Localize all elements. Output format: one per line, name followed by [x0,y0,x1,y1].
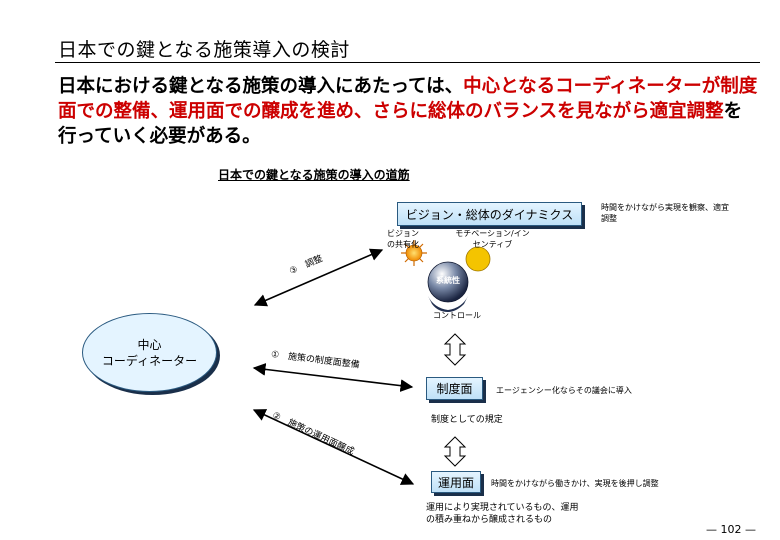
motivation-ball-icon [465,246,491,272]
double-arrow-lower [443,436,467,467]
system-sphere-label: 系統性 [436,276,460,285]
ops-sub: 運用により実現されているもの、運用 の積み重ねから醸成されるもの [426,502,579,526]
coordinator-line1: 中心 [137,337,162,352]
double-arrow-upper [443,333,467,366]
page-title: 日本での鍵となる施策導入の検討 [58,39,350,61]
headline-text-2: を行っていく必要がある。 [58,101,743,147]
arrow-ops [252,409,415,485]
control-hand-icon [428,296,468,312]
arrow-adjust [253,248,384,307]
page-number: — 102 — [706,523,756,536]
coordinator-ellipse: 中心 コーディネーター [82,313,217,392]
system-sphere-icon [427,261,469,303]
headline-text-red: 中心となるコーディネーターが制度面での整備、運用面での醸成を進め、さらに総体のバ… [58,76,758,122]
control-label: コントロール [433,311,481,320]
arrow-system [252,363,414,392]
motivation-label: モチベーション/インセンティブ [455,229,530,249]
vision-note: 時間をかけながら実現を観察、適宜調整 [601,203,729,223]
vision-box: ビジョン・総体のダイナミクス [397,202,582,226]
ops-note: 時間をかけながら働きかけ、実現を後押し調整 [491,479,659,488]
system-sub: 制度としての規定 [431,415,503,425]
ops-box: 運用面 [431,471,481,493]
ops-sub-line2: の積み重ねから醸成されるもの [426,515,553,525]
title-divider [55,62,760,63]
ops-sub-line1: 運用により実現されているもの、運用 [426,503,579,513]
sun-icon [401,240,427,266]
coordinator-line2: コーディネーター [101,353,198,368]
headline-text-1: 日本における鍵となる施策の導入にあたっては、 [58,76,464,97]
diagram-title: 日本での鍵となる施策の導入の道筋 [218,168,410,182]
headline: 日本における鍵となる施策の導入にあたっては、中心となるコーディネーターが制度面で… [58,74,758,149]
system-box: 制度面 [426,377,483,400]
system-note: エージェンシー化ならその議会に導入 [496,386,632,395]
vision-sharing-label: ビジョンの共有化 [387,229,419,249]
